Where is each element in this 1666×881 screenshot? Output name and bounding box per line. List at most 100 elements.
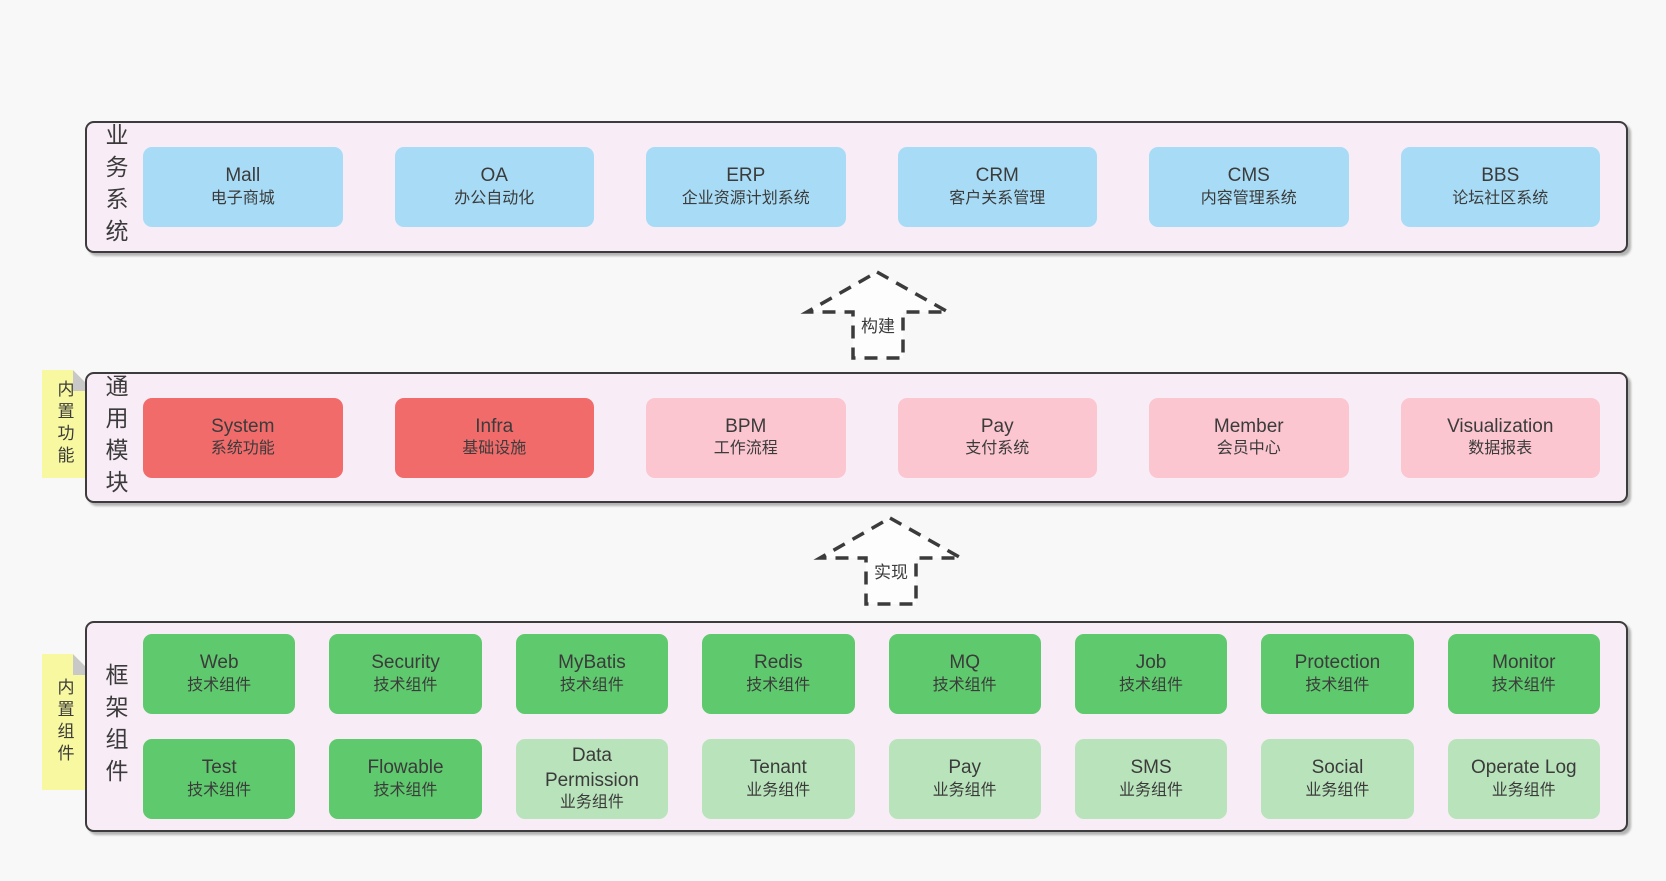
box-title: System	[211, 415, 275, 437]
section-label-text: 业务系统	[102, 123, 128, 251]
box-title: Member	[1213, 415, 1284, 437]
box-subtitle: 工作流程	[713, 440, 778, 458]
box-flowable: Flowable 技术组件	[329, 739, 482, 819]
box-subtitle: 会员中心	[1216, 440, 1281, 458]
implement-arrow-label: 实现	[874, 563, 908, 582]
box-row: Web 技术组件 Security 技术组件 MyBatis 技术组件 Redi…	[143, 634, 1600, 714]
box-member: Member 会员中心	[1149, 397, 1349, 478]
panel-framework-components: 框架组件 Web 技术组件 Security 技术组件 MyBatis 技术组件…	[85, 621, 1628, 832]
box-job: Job 技术组件	[1074, 634, 1228, 714]
box-oa: OA 办公自动化	[394, 147, 594, 227]
box-visualization: Visualization 数据报表	[1400, 397, 1600, 478]
box-title: Pay	[980, 415, 1014, 437]
box-title: Flowable	[367, 757, 444, 779]
box-title: Monitor	[1492, 652, 1556, 674]
box-subtitle: 技术组件	[932, 676, 997, 694]
box-subtitle: 论坛社区系统	[1452, 189, 1549, 207]
box-monitor: Monitor 技术组件	[1447, 634, 1600, 714]
box-title: MyBatis	[558, 652, 626, 674]
box-bpm: BPM 工作流程	[646, 397, 846, 478]
box-protection: Protection 技术组件	[1261, 634, 1414, 714]
panel-business-systems: 业务系统 Mall 电子商城 OA 办公自动化 ERP 企业资源计划系统 CRM…	[85, 121, 1628, 253]
section-label-business: 业务系统	[87, 123, 143, 251]
box-title: Redis	[754, 652, 803, 674]
box-subtitle: 业务组件	[1491, 781, 1556, 799]
box-crm: CRM 客户关系管理	[897, 147, 1097, 227]
box-data-permission: Data Permission 业务组件	[515, 739, 669, 819]
box-title: CRM	[975, 165, 1019, 187]
box-title: Security	[371, 652, 440, 674]
sticky-note-text: 内置功能	[54, 380, 74, 468]
box-subtitle: 内容管理系统	[1200, 189, 1297, 207]
box-social: Social 业务组件	[1261, 739, 1414, 819]
box-title: Mall	[225, 165, 261, 187]
box-subtitle: 技术组件	[1491, 676, 1556, 694]
box-subtitle: 企业资源计划系统	[681, 189, 810, 207]
box-title: Infra	[475, 415, 514, 437]
box-mybatis: MyBatis 技术组件	[515, 634, 669, 714]
box-title: Protection	[1294, 652, 1381, 674]
box-title: SMS	[1130, 757, 1172, 779]
box-row: System 系统功能 Infra 基础设施 BPM 工作流程 Pay 支付系统…	[143, 397, 1600, 478]
box-web: Web 技术组件	[143, 634, 296, 714]
box-infra: Infra 基础设施	[394, 397, 594, 478]
box-subtitle: 技术组件	[746, 676, 811, 694]
box-subtitle: 业务组件	[559, 794, 624, 812]
box-title: CMS	[1227, 165, 1270, 187]
box-row: Test 技术组件 Flowable 技术组件 Data Permission …	[143, 739, 1600, 819]
box-cms: CMS 内容管理系统	[1149, 147, 1349, 227]
box-subtitle: 数据报表	[1468, 440, 1533, 458]
box-subtitle: 客户关系管理	[949, 189, 1046, 207]
box-system: System 系统功能	[143, 397, 343, 478]
box-operate-log: Operate Log 业务组件	[1447, 739, 1600, 819]
box-title: Web	[199, 652, 239, 674]
box-title: BPM	[725, 415, 767, 437]
box-test: Test 技术组件	[143, 739, 296, 819]
box-subtitle: 电子商城	[210, 189, 275, 207]
panel-common-modules: 通用模块 System 系统功能 Infra 基础设施 BPM 工作流程 Pay…	[85, 372, 1628, 503]
box-title: Tenant	[749, 757, 807, 779]
box-subtitle: 技术组件	[373, 781, 438, 799]
box-redis: Redis 技术组件	[702, 634, 855, 714]
box-title: MQ	[949, 652, 980, 674]
box-title: Job	[1135, 652, 1167, 674]
box-subtitle: 基础设施	[462, 440, 527, 458]
box-subtitle: 技术组件	[559, 676, 624, 694]
box-subtitle: 系统功能	[210, 440, 275, 458]
box-subtitle: 业务组件	[1305, 781, 1370, 799]
box-subtitle: 技术组件	[373, 676, 438, 694]
box-title: Visualization	[1447, 415, 1554, 437]
box-pay-component: Pay 业务组件	[888, 739, 1041, 819]
box-row: Mall 电子商城 OA 办公自动化 ERP 企业资源计划系统 CRM 客户关系…	[143, 147, 1600, 227]
box-erp: ERP 企业资源计划系统	[646, 147, 846, 227]
box-title: Operate Log	[1470, 757, 1577, 779]
box-bbs: BBS 论坛社区系统	[1400, 147, 1600, 227]
build-arrow-label: 构建	[861, 317, 895, 336]
box-subtitle: 业务组件	[932, 781, 997, 799]
box-mq: MQ 技术组件	[888, 634, 1041, 714]
box-title: BBS	[1481, 165, 1520, 187]
section-label-text: 框架组件	[102, 662, 128, 791]
box-subtitle: 业务组件	[746, 781, 811, 799]
box-subtitle: 技术组件	[1305, 676, 1370, 694]
box-subtitle: 技术组件	[187, 676, 252, 694]
box-title: Data Permission	[544, 744, 639, 791]
box-subtitle: 支付系统	[965, 440, 1030, 458]
box-tenant: Tenant 业务组件	[702, 739, 855, 819]
implement-arrow-icon: 实现	[813, 515, 968, 606]
section-label-modules: 通用模块	[87, 374, 143, 502]
box-subtitle: 技术组件	[187, 781, 252, 799]
box-subtitle: 技术组件	[1119, 676, 1184, 694]
box-title: Pay	[948, 757, 982, 779]
box-title: ERP	[726, 165, 766, 187]
box-pay-system: Pay 支付系统	[897, 397, 1097, 478]
box-security: Security 技术组件	[329, 634, 482, 714]
sticky-note-text: 内置组件	[54, 678, 74, 766]
build-arrow-icon: 构建	[800, 269, 955, 360]
box-title: Test	[201, 757, 237, 779]
box-mall: Mall 电子商城	[143, 147, 343, 227]
box-subtitle: 业务组件	[1119, 781, 1184, 799]
box-title: Social	[1311, 757, 1364, 779]
box-title: OA	[480, 165, 508, 187]
box-sms: SMS 业务组件	[1074, 739, 1228, 819]
